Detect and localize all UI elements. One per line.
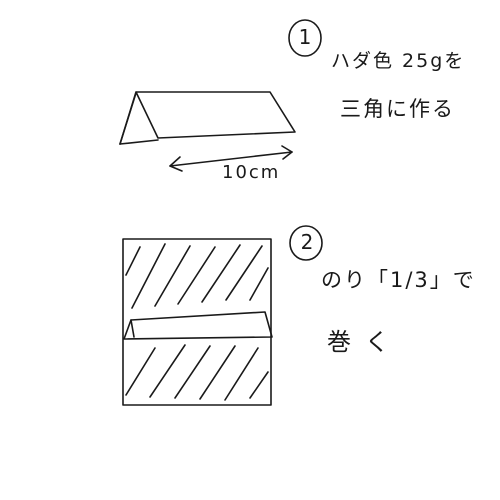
step-2-instruction-line2: 巻く bbox=[327, 328, 403, 356]
step-1-instruction-line2: 三角に作る bbox=[340, 97, 455, 121]
nori-sheet-drawing bbox=[122, 238, 273, 406]
nori-hatching-top bbox=[125, 243, 269, 309]
step-1-number: 1 bbox=[298, 25, 312, 49]
dimension-label: 10cm bbox=[222, 162, 281, 183]
step-2-number: 2 bbox=[300, 230, 314, 254]
triangle-prism-drawing bbox=[119, 91, 296, 145]
nori-hatching-bottom bbox=[125, 344, 269, 401]
step-2-instruction-line1: のり「1/3」で bbox=[321, 268, 476, 292]
step-1-circle bbox=[288, 19, 322, 57]
dimension-arrow bbox=[169, 145, 293, 172]
step-1-instruction-line1: ハダ色 25gを bbox=[331, 50, 466, 72]
step-2-circle bbox=[289, 225, 323, 261]
